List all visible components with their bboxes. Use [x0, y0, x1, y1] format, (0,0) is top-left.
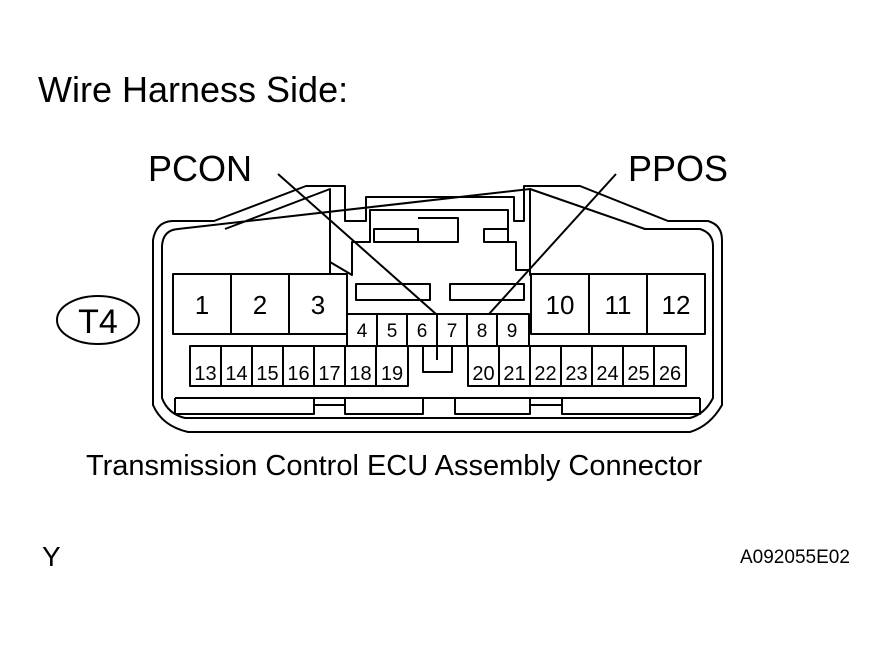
connector-housing-outline [152, 185, 723, 433]
corner-letter: Y [42, 541, 61, 572]
pin-23: 23 [565, 363, 587, 385]
pin-14: 14 [225, 363, 247, 385]
bottom-left-pins: 13 14 15 16 17 18 19 [194, 363, 403, 385]
pin-24: 24 [596, 363, 618, 385]
pin-22: 22 [534, 363, 556, 385]
lock-tab [329, 209, 530, 276]
pin-11: 11 [605, 290, 632, 320]
pin-15: 15 [256, 363, 278, 385]
pin-9: 9 [507, 321, 518, 342]
pin-12: 12 [662, 290, 691, 320]
pin-13: 13 [194, 363, 216, 385]
ppos-terminal-label: PPOS [628, 148, 729, 189]
figure-code: A092055E02 [740, 547, 850, 568]
center-pins: 4 5 6 7 8 9 [357, 321, 518, 342]
polarizing-slot-left [355, 283, 431, 301]
pin-4: 4 [357, 321, 368, 342]
connector-id-badge [56, 295, 140, 345]
pin-6: 6 [417, 321, 428, 342]
pin-18: 18 [349, 363, 371, 385]
connector-id-text: T4 [78, 303, 118, 341]
polarizing-slot-right [449, 283, 525, 301]
pin-2: 2 [253, 290, 267, 320]
pin-20: 20 [472, 363, 494, 385]
pin-26: 26 [659, 363, 681, 385]
pin-1: 1 [195, 290, 209, 320]
connector-caption: Transmission Control ECU Assembly Connec… [86, 450, 703, 482]
pin-7: 7 [447, 321, 458, 342]
pin-19: 19 [381, 363, 403, 385]
connector-inner-outline [161, 188, 714, 419]
pin-16: 16 [287, 363, 309, 385]
pcon-terminal-label: PCON [148, 148, 253, 189]
ppos-leader-line [488, 173, 617, 315]
pcon-leader-line [277, 173, 437, 315]
pin-8: 8 [477, 321, 488, 342]
pin-21: 21 [503, 363, 525, 385]
pin-17: 17 [318, 363, 340, 385]
pin-3: 3 [311, 290, 325, 320]
top-right-pins: 10 11 12 [546, 290, 691, 320]
pin-10: 10 [546, 290, 575, 320]
pin-25: 25 [627, 363, 649, 385]
diagram-heading: Wire Harness Side: [38, 69, 349, 110]
bottom-right-pins: 20 21 22 23 24 25 26 [472, 363, 681, 385]
top-left-pins: 1 2 3 [195, 290, 325, 320]
pin-5: 5 [387, 321, 398, 342]
